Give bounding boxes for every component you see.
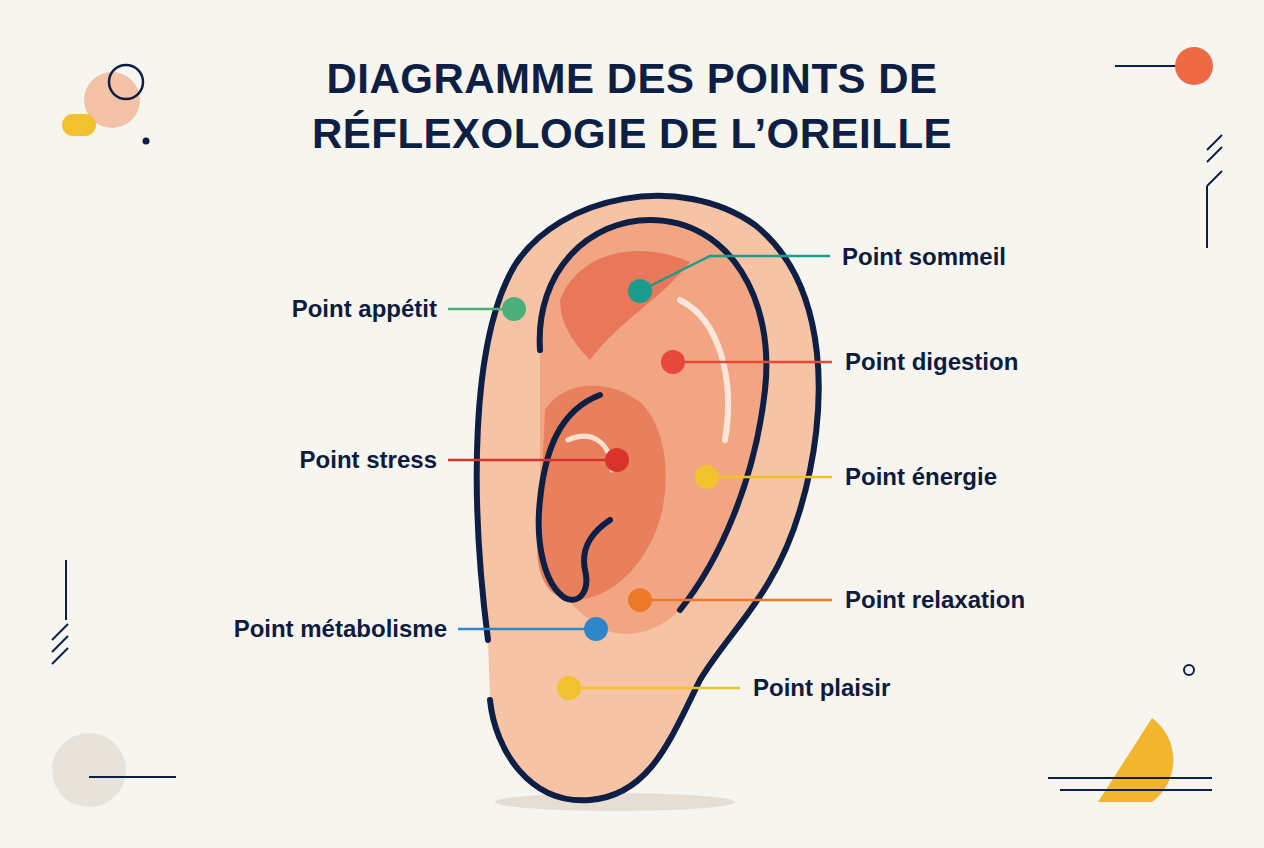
tragus [539, 395, 610, 600]
highlight [680, 300, 728, 440]
deco-line [89, 776, 176, 778]
concha [537, 386, 666, 600]
deco-ring [109, 65, 143, 99]
deco-circle [52, 733, 126, 807]
helix-rim [540, 220, 767, 610]
point-label: Point digestion [845, 348, 1018, 376]
fossa [560, 251, 690, 360]
point-label: Point plaisir [753, 674, 890, 702]
deco-ring [1184, 665, 1194, 675]
diagram-title: DIAGRAMME DES POINTS DE RÉFLEXOLOGIE DE … [182, 52, 1082, 161]
point-label: Point métabolisme [234, 615, 447, 643]
highlight [568, 436, 612, 470]
point-label: Point relaxation [845, 586, 1025, 614]
reflex-dots [502, 279, 719, 700]
point-label: Point stress [300, 446, 437, 474]
deco-circle [1175, 47, 1213, 85]
point-label: Point sommeil [842, 243, 1006, 271]
leader-lines [448, 256, 832, 688]
deco-dot [143, 138, 150, 145]
deco-lines [1048, 778, 1212, 790]
ear-outline [477, 196, 819, 800]
point-label: Point appétit [292, 295, 437, 323]
point-label: Point énergie [845, 463, 997, 491]
deco-pill [62, 114, 96, 136]
ear-outline [477, 196, 819, 800]
